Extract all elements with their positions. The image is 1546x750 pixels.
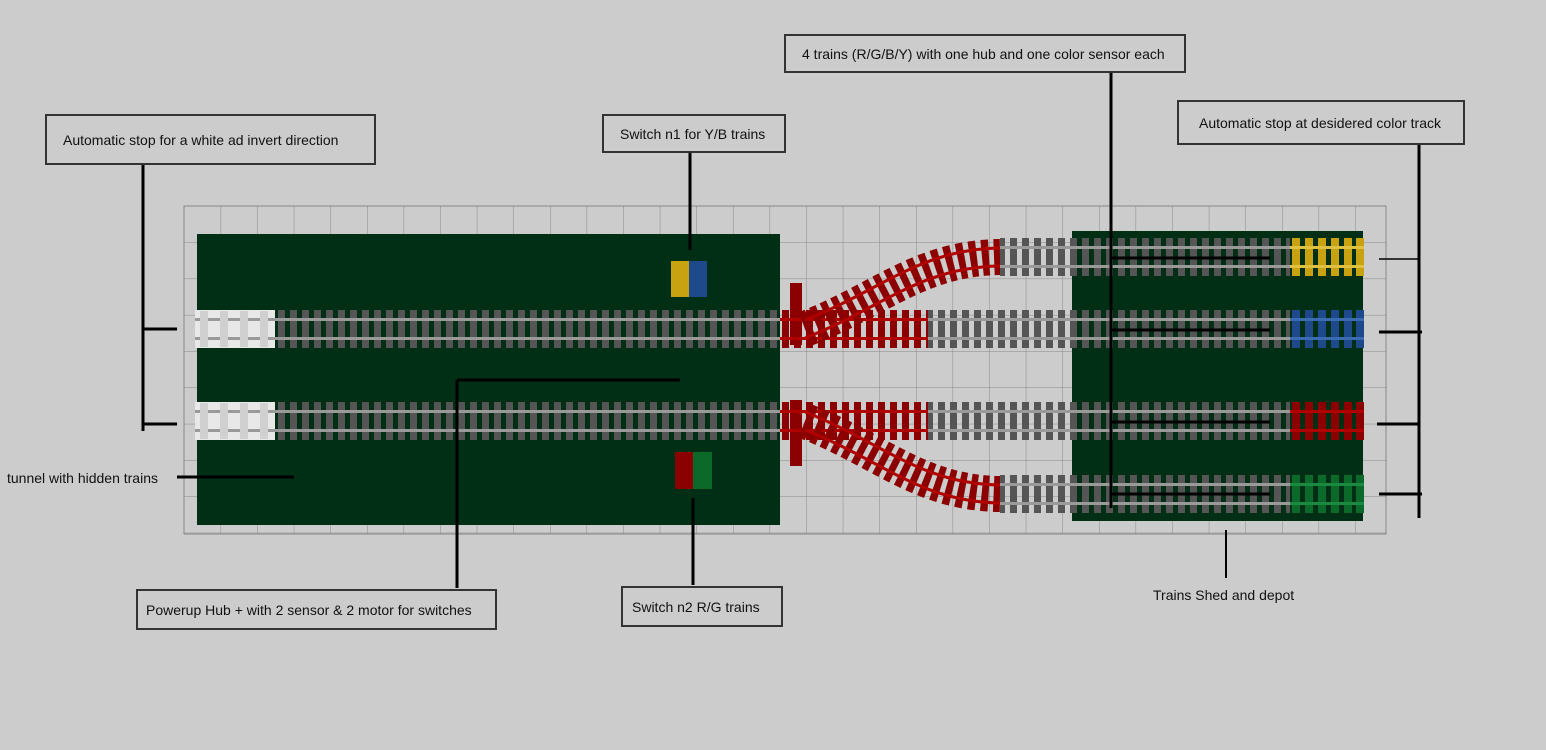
hub-label: Powerup Hub + with 2 sensor & 2 motor fo… [136,589,497,630]
track-upper-main [195,310,780,348]
depot-board [1072,231,1363,521]
switch-1-indicator [671,261,707,297]
switch-2 [780,400,1001,512]
switch-1 [780,239,1001,348]
color-stop-tracks [1290,238,1364,513]
yellow-stop-track [1290,238,1364,276]
blue-stop-track [1290,310,1364,348]
trains-label: 4 trains (R/G/B/Y) with one hub and one … [784,34,1186,73]
white-stop-label: Automatic stop for a white ad invert dir… [45,114,376,165]
depot-label: Trains Shed and depot [1153,587,1295,603]
switch-2-indicator [675,452,712,489]
color-stop-label: Automatic stop at desidered color track [1177,100,1465,145]
track-lower-main [195,402,780,440]
switch-1-label: Switch n1 for Y/B trains [602,114,786,153]
switch-2-label: Switch n2 R/G trains [621,586,783,627]
green-stop-track [1290,475,1364,513]
leader-lines [141,73,1422,588]
red-stop-track [1290,402,1364,440]
tunnel-label: tunnel with hidden trains [7,470,158,486]
